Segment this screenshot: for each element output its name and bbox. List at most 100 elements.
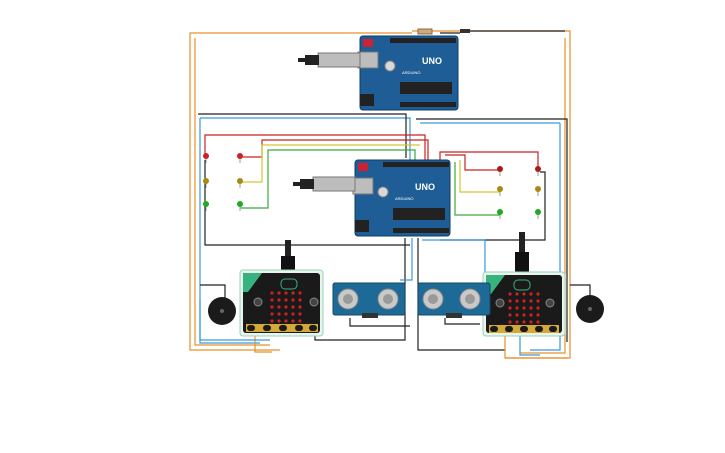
wire-blue-right[interactable]: [530, 123, 561, 351]
analog-header: [393, 228, 449, 233]
led-red-left-1[interactable]: [203, 153, 209, 163]
pin-gnd[interactable]: [309, 325, 317, 331]
arduino-board-middle[interactable]: UNO ARDUINO: [352, 159, 451, 237]
led-red-left-2[interactable]: [237, 153, 243, 163]
pin-1[interactable]: [505, 326, 513, 332]
reset-button[interactable]: [358, 163, 368, 171]
wire-black-right-gnd[interactable]: [440, 171, 546, 241]
usb-cable-middle: [293, 176, 356, 192]
wire-green-right[interactable]: [454, 162, 500, 216]
wire-green-left[interactable]: [240, 149, 416, 209]
wire-buzzer-right[interactable]: [570, 284, 591, 298]
usb-cable-microbit-right: [519, 232, 525, 252]
resistor-top-2[interactable]: [460, 29, 470, 33]
led-green-right-1[interactable]: [497, 209, 503, 219]
pin-3v[interactable]: [295, 325, 303, 331]
wire-sensor-left[interactable]: [349, 318, 410, 327]
crystal-icon: [377, 186, 389, 198]
wire-black-top[interactable]: [440, 30, 565, 34]
resistor-top[interactable]: [417, 28, 433, 35]
arduino-middle-model: ARDUINO: [395, 196, 413, 201]
wire-red-left-2[interactable]: [240, 139, 429, 160]
microbit-left[interactable]: [239, 240, 324, 337]
pin-gnd[interactable]: [549, 326, 557, 332]
microbit-left-button-a[interactable]: [253, 297, 263, 307]
microbit-right-button-a[interactable]: [495, 298, 505, 308]
led-red-right-1[interactable]: [497, 166, 503, 176]
led-green-right-2[interactable]: [535, 209, 541, 219]
power-jack: [355, 220, 369, 232]
pin-1[interactable]: [263, 325, 271, 331]
wire-red-left[interactable]: [204, 134, 426, 160]
atmega-chip: [400, 82, 452, 94]
wire-mb-right-1[interactable]: [504, 330, 568, 359]
microbit-left-logo-icon: [280, 278, 298, 290]
wire-red-right-2[interactable]: [445, 154, 500, 171]
led-yellow-left-1[interactable]: [203, 178, 209, 188]
analog-header: [400, 102, 456, 107]
led-yellow-left-2[interactable]: [237, 178, 243, 188]
ultrasonic-sensor-right[interactable]: [417, 282, 491, 318]
pin-2[interactable]: [520, 326, 528, 332]
wire-black-center-2[interactable]: [417, 238, 505, 351]
wire-buzzer-left[interactable]: [200, 284, 226, 300]
wire-red-right[interactable]: [439, 151, 539, 170]
wire-blue-top-left[interactable]: [200, 117, 411, 160]
pin-0[interactable]: [490, 326, 498, 332]
microbit-left-led-matrix: [270, 291, 302, 323]
arduino-middle-logo: UNO: [415, 182, 435, 192]
led-yellow-right-1[interactable]: [497, 186, 503, 196]
wire-sensor-right[interactable]: [444, 318, 480, 325]
led-yellow-right-2[interactable]: [535, 186, 541, 196]
usb-cable-microbit-left: [285, 240, 291, 256]
wire-black-upper-left[interactable]: [198, 113, 407, 158]
wire-black-upper-right[interactable]: [416, 118, 568, 342]
microbit-left-board: [243, 273, 320, 333]
buzzer-right[interactable]: [576, 295, 604, 323]
wire-orange-left[interactable]: [189, 32, 412, 351]
wire-yellow-left[interactable]: [240, 144, 420, 183]
wire-black-left-gnd[interactable]: [204, 160, 410, 246]
sensor-right-pins[interactable]: [446, 313, 462, 318]
usb-cable-top: [298, 52, 361, 68]
microbit-right-logo-icon: [513, 279, 531, 291]
microbit-right-board: [486, 275, 562, 333]
arduino-top-model: ARDUINO: [402, 70, 420, 75]
sensor-left-pins[interactable]: [362, 313, 378, 318]
usb-port: [357, 51, 379, 69]
led-green-left-1[interactable]: [203, 201, 209, 211]
buzzer-left[interactable]: [208, 297, 236, 325]
wire-buzzer-left-2[interactable]: [199, 300, 270, 341]
microbit-left-button-b[interactable]: [309, 297, 319, 307]
wire-mb-right-2[interactable]: [519, 330, 540, 356]
arduino-top-logo: UNO: [422, 56, 442, 66]
atmega-chip: [393, 208, 445, 220]
microbit-right-led-matrix: [508, 292, 540, 324]
pin-0[interactable]: [247, 325, 255, 331]
reset-button[interactable]: [363, 39, 373, 47]
led-red-right-2[interactable]: [535, 166, 541, 176]
led-green-left-2[interactable]: [237, 201, 243, 211]
arduino-board-top[interactable]: UNO ARDUINO: [357, 35, 459, 111]
ultrasonic-sensor-left[interactable]: [332, 282, 406, 318]
pin-2[interactable]: [279, 325, 287, 331]
crystal-icon: [384, 60, 396, 72]
traffic-light-right: [497, 166, 541, 219]
microbit-left-accent: [243, 273, 262, 292]
power-jack: [360, 94, 374, 106]
usb-port: [352, 177, 374, 195]
digital-header: [383, 162, 449, 167]
microbit-right[interactable]: [482, 232, 566, 337]
wire-mb-left-1[interactable]: [254, 330, 272, 353]
pin-3v[interactable]: [535, 326, 543, 332]
traffic-light-left: [203, 153, 243, 211]
microbit-right-accent: [486, 275, 505, 294]
wire-yellow-right[interactable]: [459, 160, 500, 193]
wire-blue-center-right[interactable]: [422, 239, 486, 276]
wire-blue-left[interactable]: [199, 118, 260, 344]
wire-orange-right-2[interactable]: [520, 38, 566, 354]
microbit-right-button-b[interactable]: [545, 298, 555, 308]
wire-orange-left-2[interactable]: [194, 38, 270, 346]
wire-blue-center[interactable]: [400, 238, 413, 281]
